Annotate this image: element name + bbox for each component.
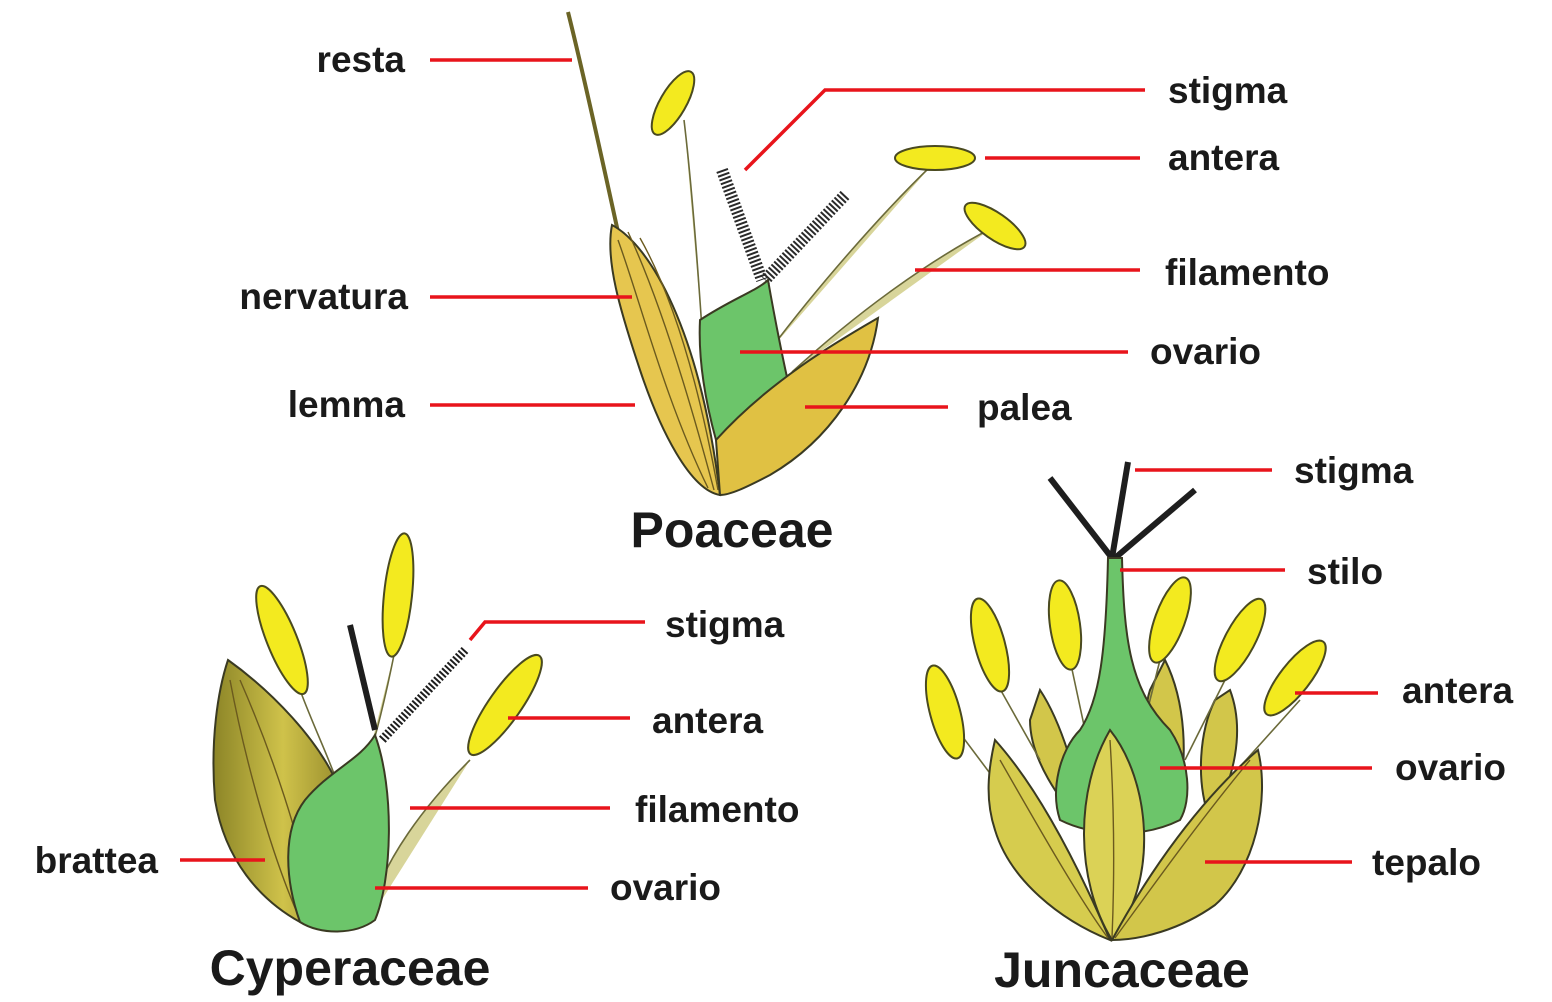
label-ovario: ovario: [1150, 331, 1261, 372]
anther-shape: [1141, 573, 1200, 668]
label-antera: antera: [1402, 670, 1513, 711]
awn-shape: [568, 12, 618, 232]
anther-shape: [895, 146, 975, 170]
anther-shape: [1205, 592, 1275, 687]
stigma-shape: [1050, 478, 1112, 558]
anther-shape: [1255, 633, 1335, 724]
title-juncaceae: Juncaceae: [994, 942, 1250, 998]
anther-shape: [1044, 578, 1086, 671]
label-stigma: stigma: [1168, 70, 1288, 111]
label-nervatura: nervatura: [239, 276, 408, 317]
title-cyperaceae: Cyperaceae: [210, 940, 491, 996]
anther-shape: [958, 195, 1032, 258]
label-stigma: stigma: [1294, 450, 1414, 491]
label-stilo: stilo: [1307, 551, 1383, 592]
stigma-shape: [382, 650, 465, 740]
anther-shape: [963, 595, 1017, 695]
stigma-shape: [1115, 490, 1195, 558]
label-lemma: lemma: [288, 384, 406, 425]
label-antera: antera: [652, 700, 763, 741]
stigma-shape: [350, 625, 375, 730]
anther-shape: [457, 647, 552, 764]
poaceae-labels: resta nervatura lemma stigma antera fila…: [239, 39, 1329, 558]
leader-line: [470, 622, 645, 640]
label-ovario: ovario: [1395, 747, 1506, 788]
anther-shape: [918, 662, 972, 762]
filament-shape: [684, 120, 702, 330]
cyperaceae-flower: [213, 532, 552, 932]
label-antera: antera: [1168, 137, 1279, 178]
filament-shape: [1070, 660, 1085, 730]
label-ovario: ovario: [610, 867, 721, 908]
anther-shape: [378, 532, 419, 658]
label-palea: palea: [977, 387, 1072, 428]
stigma-shape: [1112, 462, 1128, 558]
anther-shape: [246, 581, 317, 700]
label-brattea: brattea: [35, 840, 159, 881]
label-stigma: stigma: [665, 604, 785, 645]
label-tepalo: tepalo: [1372, 842, 1481, 883]
stigma-shape: [765, 195, 845, 280]
stigma-shape: [722, 170, 762, 280]
poaceae-leaders: [430, 60, 1145, 407]
poaceae-flower: [568, 12, 1032, 495]
label-filamento: filamento: [635, 789, 799, 830]
anther-shape: [644, 65, 703, 140]
cyperaceae-labels: stigma antera filamento ovario brattea C…: [35, 604, 800, 996]
label-filamento: filamento: [1165, 252, 1329, 293]
label-resta: resta: [317, 39, 406, 80]
title-poaceae: Poaceae: [631, 502, 834, 558]
juncaceae-flower: [918, 462, 1335, 940]
